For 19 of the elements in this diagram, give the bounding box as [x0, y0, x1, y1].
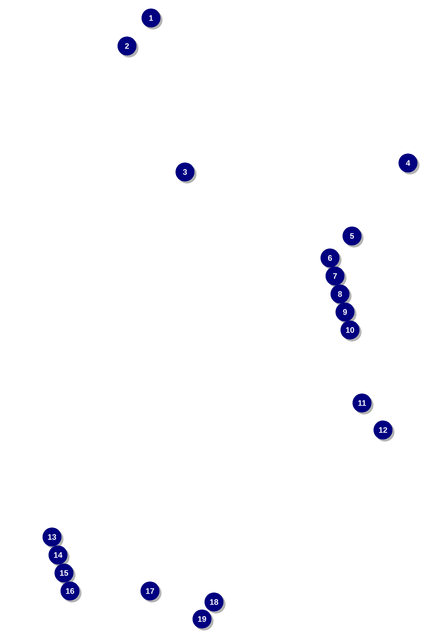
- callout-number: 13: [42, 528, 64, 548]
- callout-number: 3: [176, 162, 196, 184]
- callout-number: 7: [326, 266, 346, 288]
- callout-number: 5: [342, 226, 364, 248]
- callout-number: 10: [340, 320, 362, 342]
- callout-number: 2: [118, 36, 138, 58]
- callout-number: 1: [142, 8, 162, 30]
- callout-number: 18: [204, 592, 226, 614]
- callout-number: 4: [398, 154, 420, 174]
- callout-number: 15: [54, 564, 76, 584]
- callout-number: 14: [48, 546, 70, 566]
- callout-number: 6: [320, 248, 342, 270]
- callout-number: 17: [140, 582, 162, 602]
- callout-number: 19: [192, 610, 214, 630]
- callout-number: 16: [60, 582, 82, 602]
- callout-number: 12: [374, 420, 394, 442]
- callout-number: 9: [336, 302, 356, 324]
- callout-number: 8: [330, 284, 352, 306]
- callout-number: 11: [352, 394, 374, 414]
